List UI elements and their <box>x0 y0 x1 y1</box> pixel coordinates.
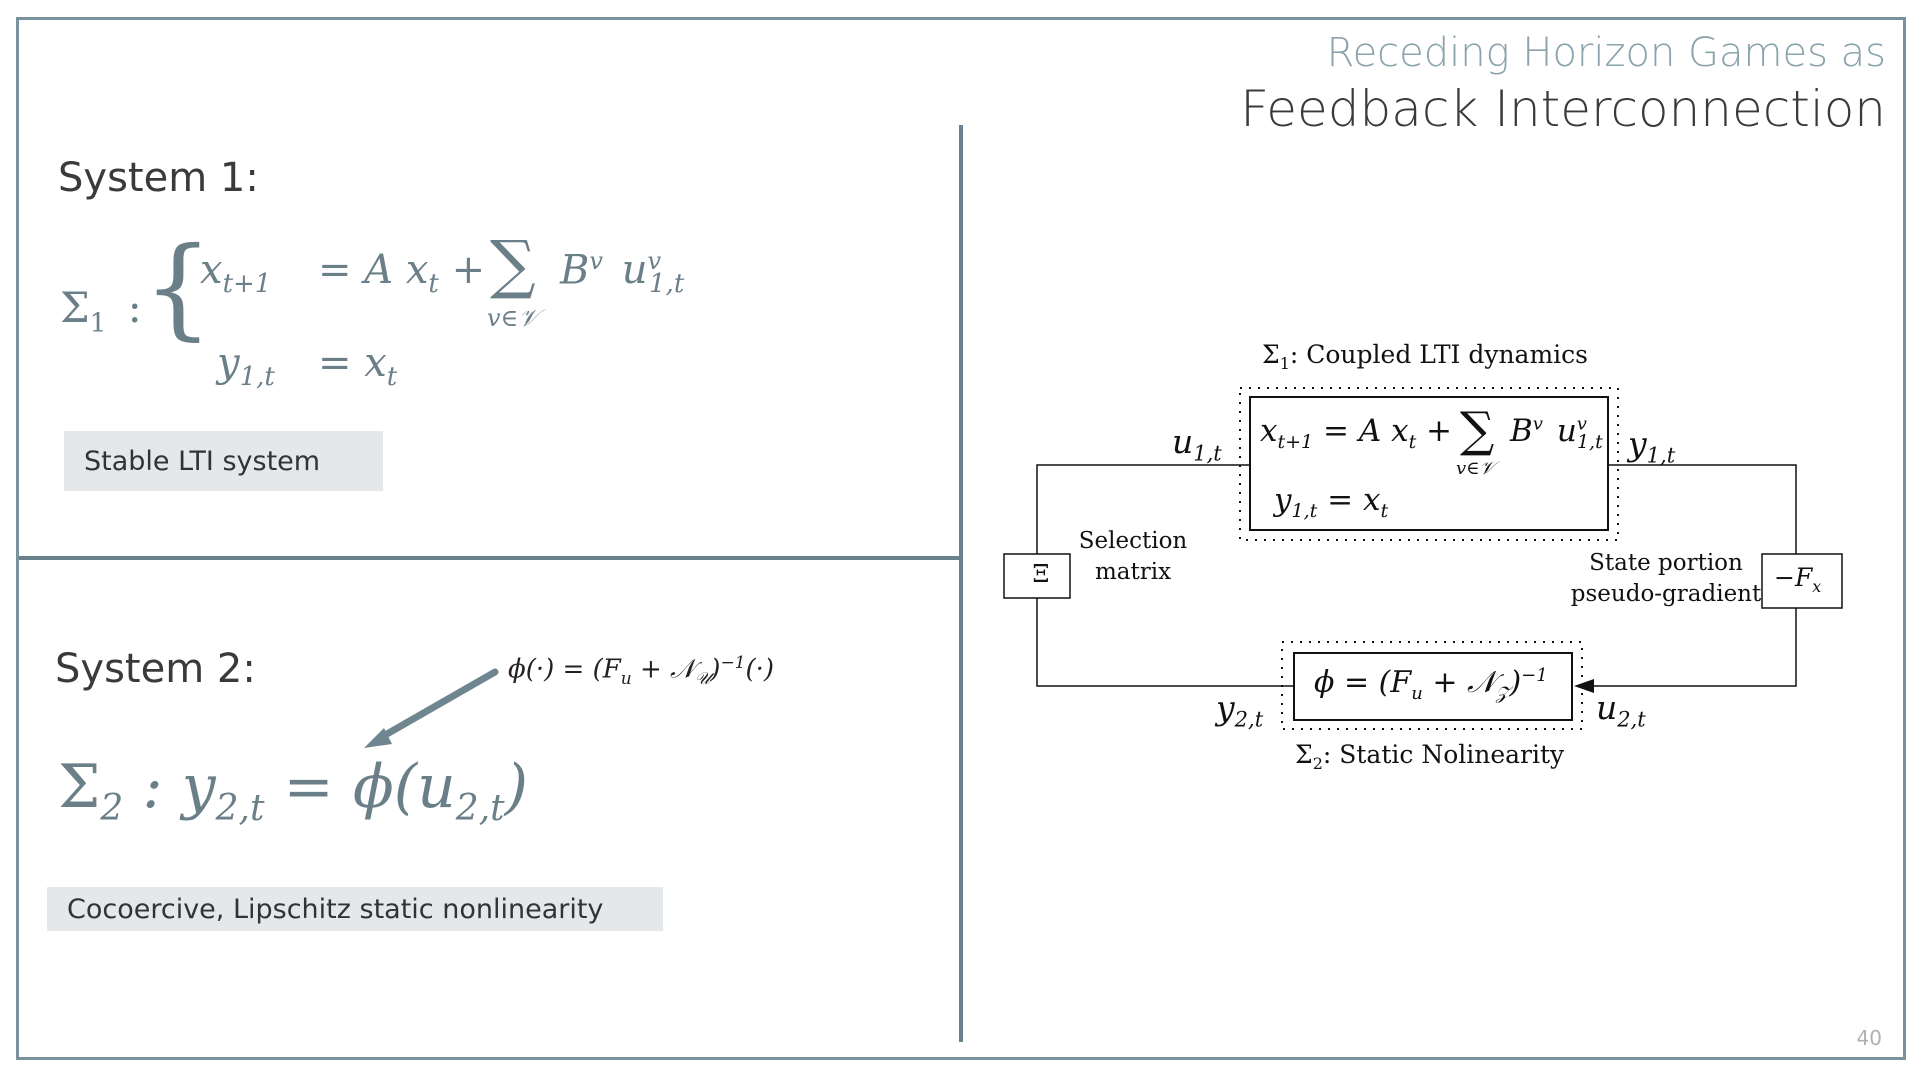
eq1-lhs: xt+1 <box>200 247 272 299</box>
eq1-sum-symbol: ∑ <box>490 228 536 302</box>
box1-sum-symbol: ∑ <box>1460 402 1495 458</box>
sigma1-colon: : <box>127 283 142 332</box>
sigma1-dotted-border <box>1239 387 1619 541</box>
sigma1-caption: Σ1: Coupled LTI dynamics <box>1262 340 1588 373</box>
xi-symbol: Ξ <box>1032 560 1050 588</box>
box1-sum-subscript: v∈𝒱 <box>1456 458 1495 479</box>
phi-annotation: ϕ(·) = (Fu + 𝒩𝒰)−1(·) <box>508 653 775 689</box>
system2-badge: Cocoercive, Lipschitz static nonlinearit… <box>47 887 663 931</box>
eq2-rhs: = xt <box>318 340 398 392</box>
system2-heading: System 2: <box>55 646 256 692</box>
slide-title: Feedback Interconnection <box>1240 80 1886 138</box>
horizontal-divider <box>19 556 960 560</box>
system2-equation: Σ2 : y2,t = ϕ(u2,t) <box>58 752 529 829</box>
box1-eq2: y1,t = xt <box>1274 482 1389 523</box>
fx-label: −Fx <box>1774 563 1822 596</box>
y2-signal-line <box>1036 598 1294 687</box>
eq2-lhs: y1,t <box>217 340 275 392</box>
u1-label: u1,t <box>1172 422 1222 466</box>
sigma1-symbol: Σ <box>60 283 90 332</box>
eq1-b-term: Bv uv1,t <box>560 247 685 300</box>
sigma2-caption: Σ2: Static Nolinearity <box>1295 740 1565 773</box>
eq1-rhs: = A xt + <box>318 247 486 299</box>
slide-frame <box>16 17 1906 1060</box>
slide-subtitle: Receding Horizon Games as <box>1326 30 1886 76</box>
fx-box <box>1761 553 1843 609</box>
system1-badge: Stable LTI system <box>64 431 383 491</box>
page-number: 40 <box>1856 1026 1882 1050</box>
y1-label: y1,t <box>1628 424 1676 468</box>
selection-matrix-label: Selection matrix <box>1078 528 1188 585</box>
y2-label: y2,t <box>1216 688 1264 732</box>
box1-b-term: Bv uv1,t <box>1510 413 1603 454</box>
eq1-sum-subscript: v∈𝒱 <box>487 304 539 332</box>
u2-arrowhead <box>1574 679 1594 693</box>
sigma1-subscript: 1 <box>89 308 107 339</box>
vertical-divider <box>959 125 963 1042</box>
u2-signal-line <box>1590 608 1797 687</box>
state-portion-label: State portion pseudo-gradient <box>1570 550 1762 607</box>
system1-heading: System 1: <box>58 155 259 201</box>
sigma1-box <box>1249 396 1609 531</box>
left-brace: { <box>143 223 213 351</box>
u1-signal-line <box>1036 464 1250 554</box>
u2-label: u2,t <box>1596 688 1646 732</box>
box2-eq: ϕ = (Fu + 𝒩𝒵)−1 <box>1314 665 1548 704</box>
box1-eq1: xt+1 = A xt + <box>1260 413 1453 454</box>
y1-signal-line <box>1608 464 1797 554</box>
